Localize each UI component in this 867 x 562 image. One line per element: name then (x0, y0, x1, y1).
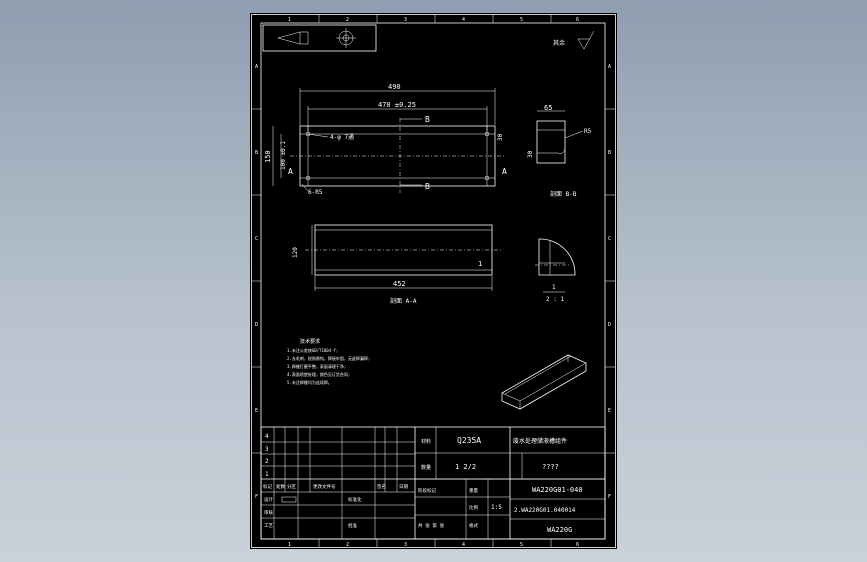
dim-height-100: 100 ±0.1 (280, 141, 287, 170)
material-value: Q235A (457, 436, 481, 445)
zone-top-6: 6 (576, 17, 579, 23)
qty-label: 数量 (421, 464, 431, 471)
section-a-left: A (288, 167, 293, 176)
zone-bottom-5: 5 (520, 542, 523, 548)
weight-value: ???? (542, 463, 559, 471)
label-chamfer: 6-R5 (308, 189, 323, 196)
cad-drawing: 1 2 3 4 5 6 1 2 3 4 5 6 A B C D E F A B … (251, 14, 616, 548)
part-name: 废水处理储液槽组件 (513, 437, 567, 445)
hdr-count: 处数 (276, 483, 285, 490)
scale-label: 比例 (469, 504, 478, 511)
zone-top-4: 4 (462, 17, 465, 23)
zone-left-b: B (255, 150, 258, 156)
drawing-number: WA220G01-040 (532, 486, 583, 494)
zone-left-f: F (255, 494, 258, 500)
dim-bb-radius: R5 (584, 128, 592, 135)
front-mark-1: 1 (478, 260, 482, 268)
roughness-symbol: 其余 (553, 30, 595, 50)
label-section-aa: 剖面 A-A (390, 297, 417, 305)
zone-right-d: D (608, 322, 611, 328)
section-bb-view: 65 30 R5 剖面 B-B (527, 104, 592, 198)
tech-note-5: 5.未注焊缝均为连续焊。 (287, 379, 332, 385)
section-a-right: A (502, 167, 507, 176)
dim-bb-width: 65 (544, 104, 552, 112)
top-view: 490 470 ±0.25 150 100 ±0.1 4-φ 7通 6-R5 B… (264, 83, 507, 196)
zone-right-c: C (608, 236, 611, 242)
zone-bottom-1: 1 (288, 542, 291, 548)
tech-note-2: 2.去毛刺，锐角倒钝，焊接牢固，无虚焊漏焊; (287, 355, 370, 361)
rev-row-1: 1 (265, 471, 269, 478)
dim-front-length: 452 (393, 280, 406, 288)
front-view: 120 452 1 剖面 A-A (292, 224, 502, 305)
dim-height-150: 150 (264, 150, 272, 163)
format-label: 格式 (469, 522, 478, 529)
tech-note-1: 1.未注公差按GB/T1804-f; (287, 347, 338, 353)
qty-value: 1 2/2 (455, 463, 476, 471)
zone-right-e: E (608, 408, 611, 414)
material-label: 材料 (421, 438, 431, 445)
sheet-label: 共 张 第 张 (418, 522, 445, 529)
label-std: 标准化 (348, 496, 362, 503)
rev-row-3: 3 (265, 446, 269, 453)
dim-front-height: 120 (292, 247, 299, 258)
tech-notes-title: 技术要求 (300, 338, 320, 345)
label-section-bb: 剖面 B-B (550, 190, 577, 198)
drawing-sheet: 1 2 3 4 5 6 1 2 3 4 5 6 A B C D E F A B … (250, 13, 617, 549)
detail-view: 1 2 : 1 (535, 238, 576, 303)
zone-right-a: A (608, 64, 611, 70)
technical-notes: 技术要求 1.未注公差按GB/T1804-f; 2.去毛刺，锐角倒钝，焊接牢固，… (287, 338, 370, 385)
section-b-bottom: B (425, 182, 430, 191)
zone-top-5: 5 (520, 17, 523, 23)
rev-row-4: 4 (265, 433, 269, 440)
product-code: WA220G (547, 526, 572, 534)
tech-note-4: 4.表面喷塑处理，颜色见订货合同; (287, 371, 350, 377)
projection-symbol (262, 24, 377, 52)
hdr-mark: 标记 (263, 483, 272, 490)
document-number: 2.WA220G01.040014 (514, 507, 576, 514)
dim-overall-length: 490 (388, 83, 401, 91)
roughness-label: 其余 (553, 39, 565, 47)
zone-bottom-6: 6 (576, 542, 579, 548)
rev-row-2: 2 (265, 458, 269, 465)
zone-top-3: 3 (404, 17, 407, 23)
label-design: 设计 (264, 496, 273, 503)
hdr-zone: 分区 (287, 483, 296, 490)
zone-left-c: C (255, 236, 258, 242)
title-block: 4 3 2 1 标记 处数 分区 更改文件号 签名 日期 设计 标准化 审核 工… (260, 426, 606, 540)
label-check: 审核 (264, 509, 273, 516)
dim-bb-height: 30 (527, 150, 534, 158)
isometric-view (501, 354, 587, 410)
zone-bottom-4: 4 (462, 542, 465, 548)
zone-top-2: 2 (346, 17, 349, 23)
tech-note-3: 3.焊缝打磨平整，表面清理干净; (287, 363, 346, 369)
inner-frame (260, 22, 606, 540)
label-process: 工艺 (264, 523, 273, 529)
dim-hole-spacing: 470 ±0.25 (378, 101, 416, 109)
section-b-top: B (425, 115, 430, 124)
weight-label: 重量 (469, 487, 478, 494)
zone-right-b: B (608, 150, 611, 156)
detail-scale: 2 : 1 (546, 296, 564, 303)
hdr-date: 日期 (399, 484, 408, 490)
hdr-sign: 签名 (377, 483, 386, 490)
zone-top-1: 1 (288, 17, 291, 23)
scale-value: 1:5 (491, 504, 502, 511)
zone-ticks (252, 15, 615, 547)
zone-right-f: F (608, 494, 611, 500)
outer-border (251, 14, 616, 548)
detail-mark: 1 (552, 284, 556, 291)
zone-left-a: A (255, 64, 258, 70)
stage-label: 阶段标记 (418, 487, 436, 494)
dim-30: 30 (497, 133, 504, 141)
zone-left-e: E (255, 408, 258, 414)
zone-bottom-3: 3 (404, 542, 407, 548)
hdr-change: 更改文件号 (313, 483, 336, 490)
zone-bottom-2: 2 (346, 542, 349, 548)
label-holes: 4-φ 7通 (330, 133, 354, 141)
zone-left-d: D (255, 322, 258, 328)
label-approve: 批准 (348, 522, 357, 529)
